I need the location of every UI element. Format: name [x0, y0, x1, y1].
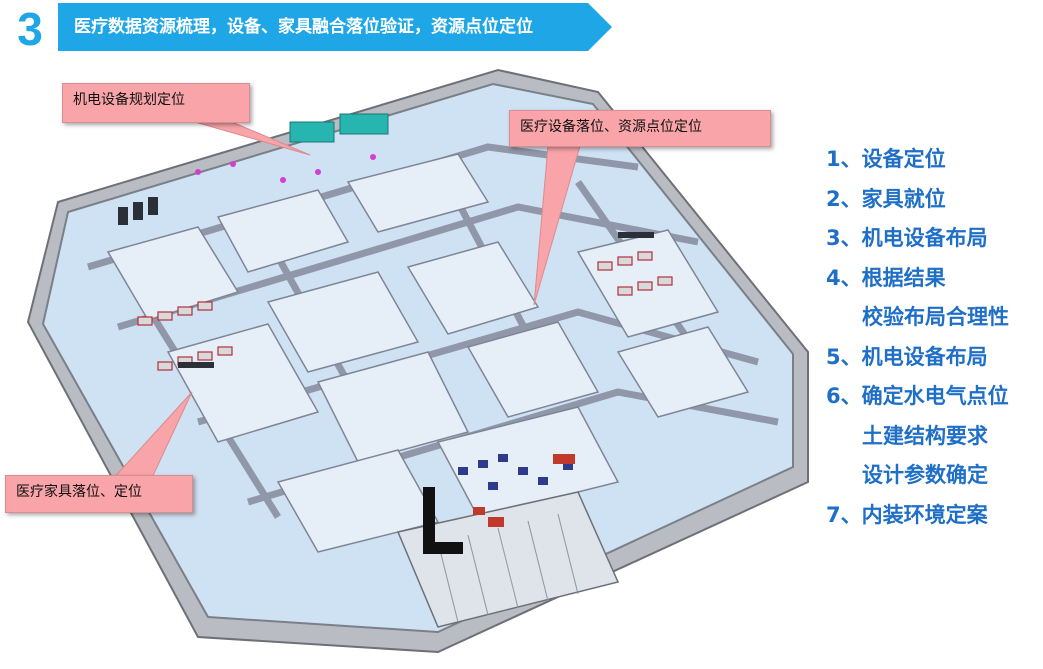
step-item-4-continued: 校验布局合理性: [862, 305, 1009, 329]
floorplan-3d-image: [18, 62, 823, 662]
step-item-2: 2、家具就位: [826, 186, 946, 211]
callout-medical-equipment: 医疗设备落位、资源点位定位: [509, 110, 771, 147]
step-item-6-continued-b: 设计参数确定: [862, 463, 988, 487]
step-item-3: 3、机电设备布局: [826, 226, 988, 250]
steps-list: 1、设备定位 2、家具就位 3、机电设备布局 4、根据结果 校验布局合理性 5、…: [826, 140, 1041, 535]
callout-furniture: 医疗家具落位、定位: [5, 475, 193, 513]
step-item-6: 6、确定水电气点位: [826, 384, 1009, 408]
callout-medical-equipment-label: 医疗设备落位、资源点位定位: [520, 119, 702, 135]
page-title: 医疗数据资源梳理，设备、家具融合落位验证，资源点位定位: [74, 17, 533, 37]
callout-mep-label: 机电设备规划定位: [73, 92, 185, 108]
callout-furniture-label: 医疗家具落位、定位: [16, 484, 142, 500]
step-item-1: 1、设备定位: [826, 147, 946, 171]
step-number: 3: [17, 3, 43, 55]
step-item-5: 5、机电设备布局: [826, 344, 988, 369]
callout-mep-planning: 机电设备规划定位: [62, 83, 250, 123]
step-item-4: 4、根据结果: [826, 265, 946, 290]
step-item-7: 7、内装环境定案: [826, 502, 988, 527]
banner-arrow-shape: [58, 3, 612, 51]
step-item-6-continued-a: 土建结构要求: [862, 423, 988, 448]
title-banner: 医疗数据资源梳理，设备、家具融合落位验证，资源点位定位: [58, 3, 612, 51]
